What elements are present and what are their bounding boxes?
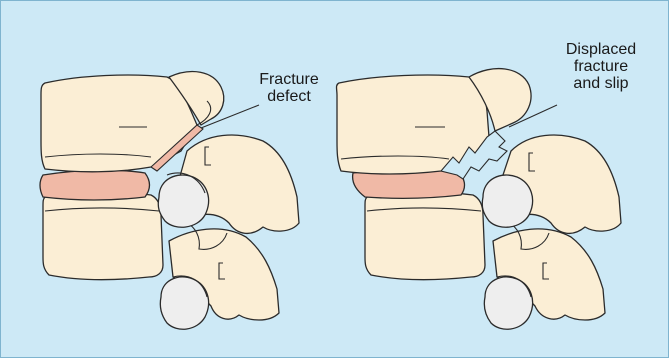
fracture-defect-label: Fracture defect	[256, 71, 322, 105]
left-lower-vertebral-body	[43, 192, 163, 280]
displaced-fracture-label-line2: fracture	[561, 58, 641, 75]
right-spine-segment	[337, 69, 622, 330]
fracture-defect-label-line1: Fracture	[256, 71, 322, 88]
displaced-fracture-label-line3: and slip	[561, 75, 641, 92]
left-intervertebral-disc	[40, 170, 150, 200]
left-upper-vertebral-body	[41, 75, 197, 172]
right-middle-facet-joint	[482, 175, 532, 227]
left-middle-facet-joint	[158, 175, 208, 227]
displaced-fracture-label: Displaced fracture and slip	[561, 41, 641, 92]
displaced-fracture-label-line1: Displaced	[561, 41, 641, 58]
right-lower-vertebral-body	[365, 192, 485, 280]
left-spine-segment	[40, 72, 299, 330]
fracture-defect-label-line2: defect	[256, 88, 322, 105]
